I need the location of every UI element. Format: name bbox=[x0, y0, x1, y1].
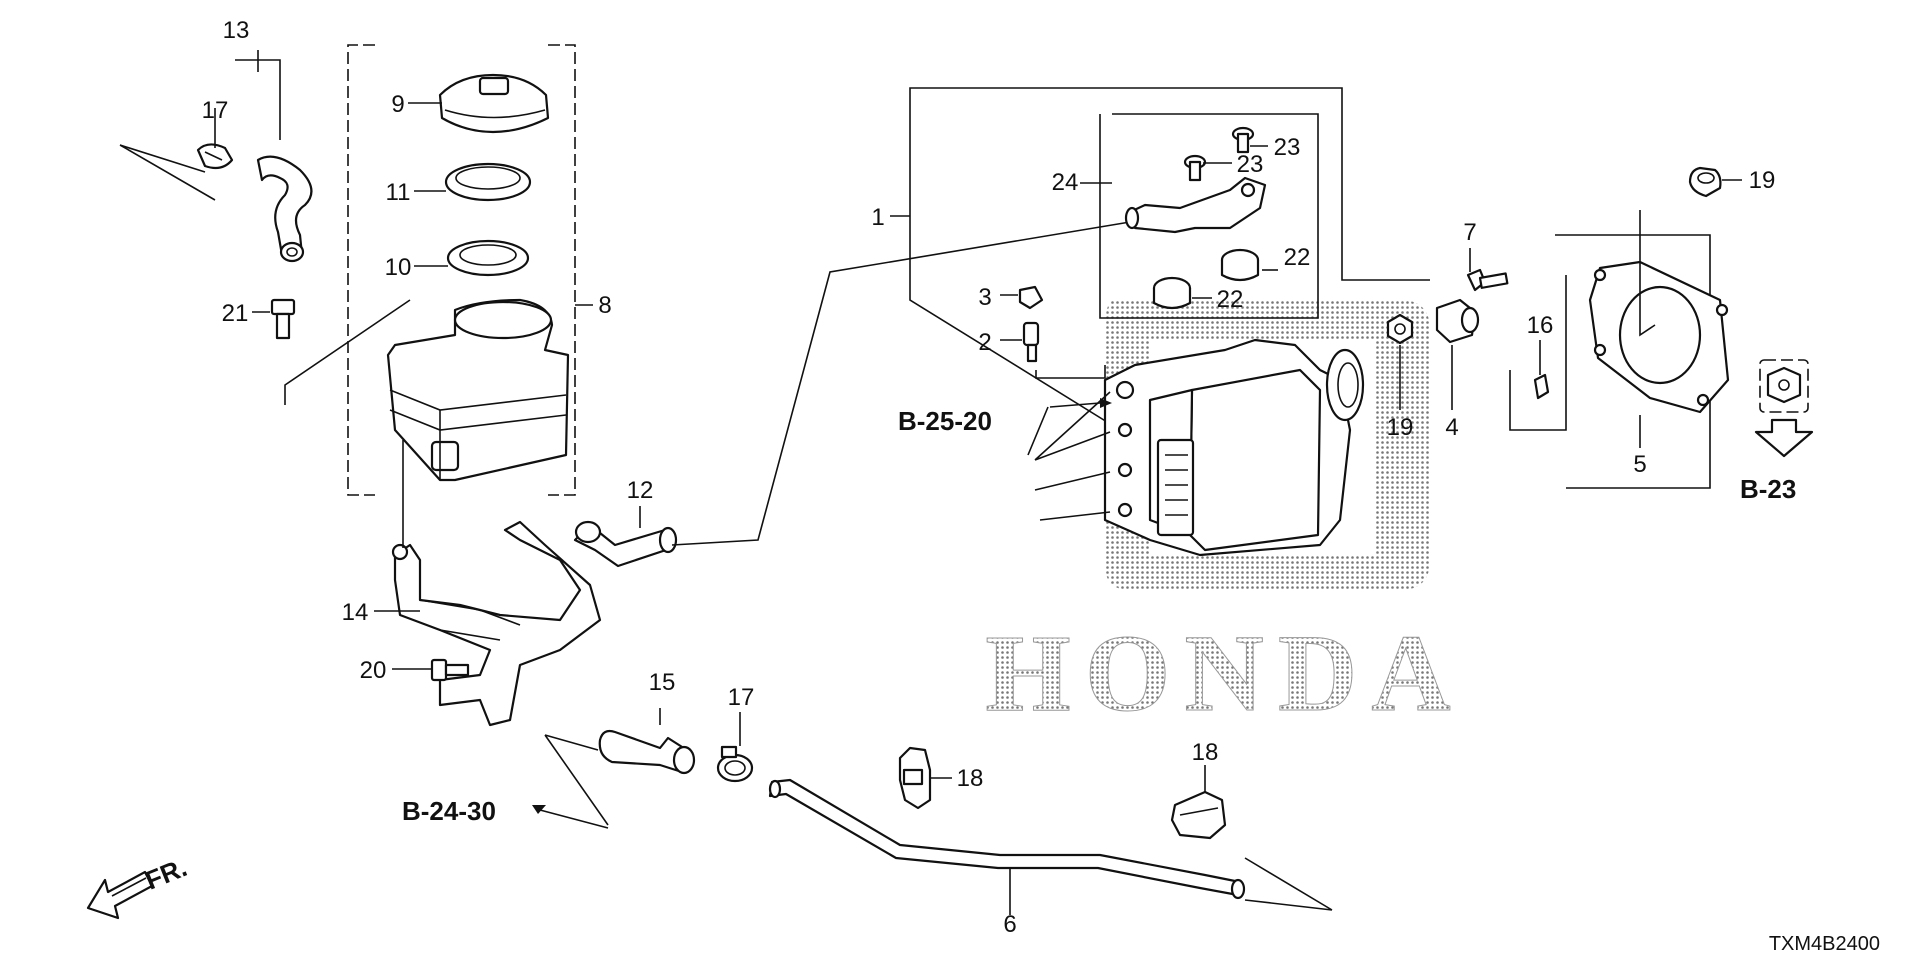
label-14: 14 bbox=[342, 599, 369, 626]
label-23-a: 23 bbox=[1237, 151, 1264, 178]
b23-arrow bbox=[1754, 418, 1814, 458]
hose-15 bbox=[598, 729, 696, 775]
label-11: 11 bbox=[386, 179, 411, 206]
label-1: 1 bbox=[871, 204, 884, 231]
label-6: 6 bbox=[1003, 911, 1016, 938]
label-13: 13 bbox=[223, 17, 250, 44]
label-2: 2 bbox=[978, 329, 991, 356]
label-15: 15 bbox=[649, 669, 676, 696]
bolt-23-a bbox=[1183, 154, 1207, 182]
label-12: 12 bbox=[627, 477, 654, 504]
grommet-22-a bbox=[1220, 248, 1260, 282]
grommet-22-b bbox=[1152, 276, 1192, 310]
honda-wordmark: HONDA bbox=[985, 612, 1464, 734]
reservoir-tank bbox=[386, 298, 570, 482]
diagram-code: TXM4B2400 bbox=[1769, 933, 1880, 955]
clamp-17-bottom bbox=[716, 745, 754, 783]
label-22-b: 22 bbox=[1217, 286, 1244, 313]
clip-18-right bbox=[1170, 790, 1227, 840]
label-8: 8 bbox=[598, 292, 611, 319]
bracket-14 bbox=[391, 520, 602, 727]
bolt-21 bbox=[270, 298, 296, 340]
hose-12 bbox=[573, 520, 678, 568]
ref-b-25-20: B-25-20 bbox=[898, 406, 992, 436]
pipe-6 bbox=[768, 778, 1246, 900]
label-16: 16 bbox=[1527, 312, 1554, 339]
group-bracket-24 bbox=[1099, 113, 1319, 319]
label-19-top: 19 bbox=[1749, 167, 1776, 194]
bolt-23-b bbox=[1231, 126, 1255, 154]
label-4: 4 bbox=[1445, 414, 1458, 441]
clip-18-left bbox=[898, 746, 932, 810]
reservoir-cap-9 bbox=[438, 73, 550, 134]
abs-modulator bbox=[1103, 338, 1365, 557]
label-23-b: 23 bbox=[1274, 134, 1301, 161]
group-bracket-1 bbox=[909, 87, 1430, 281]
nut-19-middle bbox=[1386, 313, 1414, 345]
label-3: 3 bbox=[978, 284, 991, 311]
cap-3 bbox=[1018, 285, 1044, 310]
bleeder-2 bbox=[1022, 321, 1040, 363]
ref-b-24-30: B-24-30 bbox=[402, 796, 496, 826]
honda-watermark: HONDA bbox=[985, 300, 1464, 735]
nut-detail bbox=[1759, 359, 1809, 413]
label-22-a: 22 bbox=[1284, 244, 1311, 271]
label-21: 21 bbox=[222, 300, 249, 327]
bolt-7 bbox=[1466, 268, 1509, 292]
label-19-middle: 19 bbox=[1387, 414, 1414, 441]
label-7: 7 bbox=[1463, 219, 1476, 246]
label-9: 9 bbox=[391, 91, 404, 118]
gasket-5 bbox=[1588, 260, 1730, 414]
label-18-left: 18 bbox=[957, 765, 984, 792]
label-17-bottom: 17 bbox=[728, 684, 755, 711]
hose-13 bbox=[256, 155, 313, 263]
strainer-11 bbox=[444, 162, 532, 202]
label-10: 10 bbox=[385, 254, 412, 281]
label-5: 5 bbox=[1633, 451, 1646, 478]
label-24: 24 bbox=[1052, 169, 1079, 196]
label-17-top: 17 bbox=[202, 97, 229, 124]
clip-16 bbox=[1533, 373, 1550, 400]
seal-10 bbox=[446, 239, 530, 277]
nut-19-top bbox=[1688, 166, 1722, 198]
clamp-17-top bbox=[196, 143, 234, 170]
front-direction-arrow bbox=[86, 870, 154, 920]
bolt-20 bbox=[430, 658, 470, 682]
ref-b-23: B-23 bbox=[1740, 474, 1796, 504]
label-18-right: 18 bbox=[1192, 739, 1219, 766]
mount-4 bbox=[1435, 298, 1480, 344]
pipe-block-24 bbox=[1124, 176, 1267, 234]
label-20: 20 bbox=[360, 657, 387, 684]
